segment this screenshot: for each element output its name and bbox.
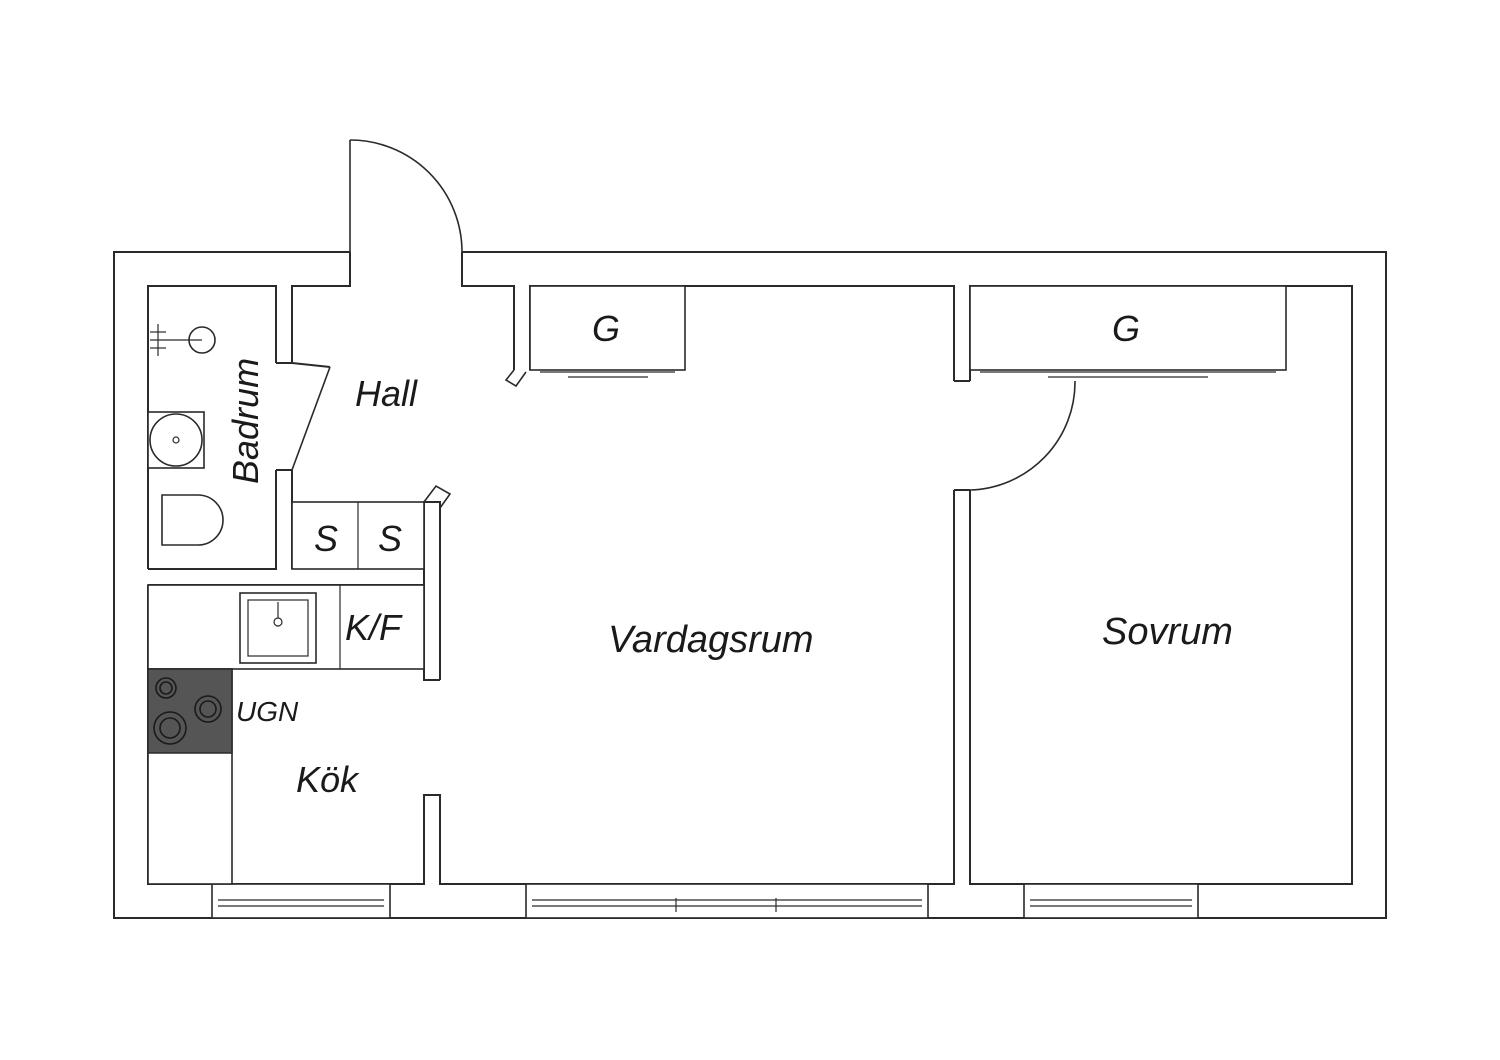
fridge-freezer-label: K/F xyxy=(345,607,403,648)
room-label-vardagsrum: Vardagsrum xyxy=(608,619,814,661)
bathroom-fixtures xyxy=(147,324,224,546)
room-label-hall: Hall xyxy=(355,373,418,414)
oven-label: UGN xyxy=(236,696,299,727)
room-label-badrum: Badrum xyxy=(225,358,266,484)
door-stops xyxy=(423,369,527,509)
wardrobe-bedroom-label: G xyxy=(1112,308,1140,349)
storage-cabinets xyxy=(291,501,425,570)
wardrobe-living-label: G xyxy=(592,308,620,349)
windows xyxy=(211,883,1199,919)
kitchen-fixtures xyxy=(147,584,425,885)
wardrobe-living xyxy=(529,285,686,378)
storage-label-1: S xyxy=(314,518,338,559)
storage-label-2: S xyxy=(378,518,402,559)
room-label-sovrum: Sovrum xyxy=(1102,611,1233,653)
entrance-door xyxy=(349,139,463,253)
bedroom-door xyxy=(969,380,1076,491)
bathroom-door xyxy=(291,366,331,471)
room-label-kok: Kök xyxy=(296,759,360,800)
wardrobe-bedroom xyxy=(969,285,1287,378)
